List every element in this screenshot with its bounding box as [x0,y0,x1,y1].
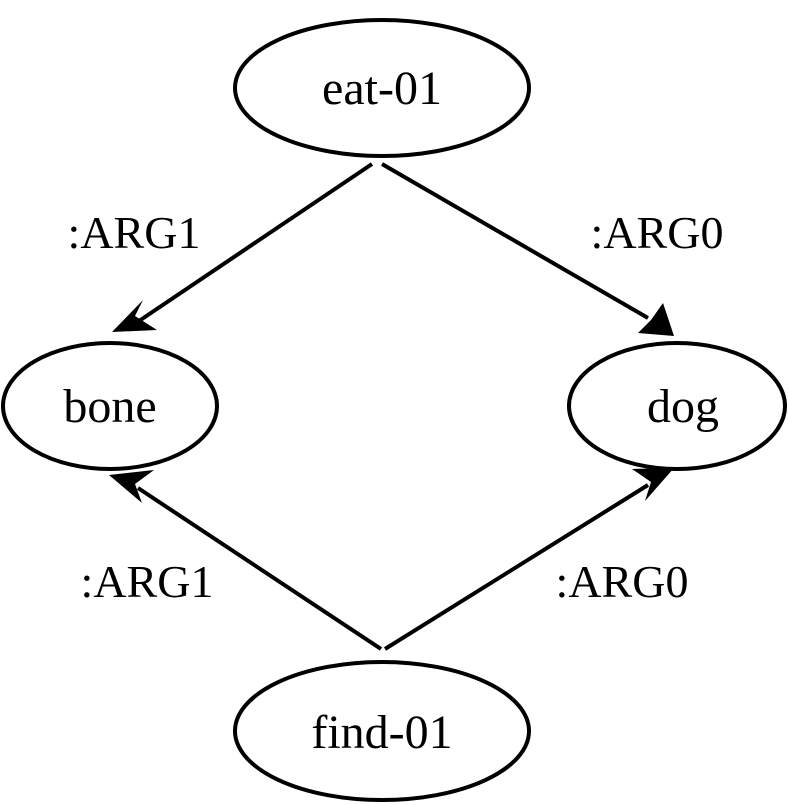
arrowhead-find-to-dog [632,468,674,501]
arrowhead-eat-to-dog [638,303,674,336]
arrowhead-eat-to-bone [112,300,157,332]
node-bone: bone [1,341,219,471]
node-find-01: find-01 [233,660,531,802]
edge-label-eat-to-bone: :ARG1 [68,207,201,258]
node-label-dog: dog [647,380,719,433]
edge-label-find-to-dog: :ARG0 [556,556,689,607]
edge-eat-to-dog [380,162,674,336]
node-label-eat-01: eat-01 [322,62,442,115]
node-label-find-01: find-01 [311,706,452,759]
edge-label-eat-to-dog: :ARG0 [591,207,724,258]
node-dog: dog [567,341,787,471]
edge-label-find-to-bone: :ARG1 [81,556,214,607]
arrowhead-find-to-bone [109,470,154,503]
edge-eat-to-bone [112,162,374,332]
edge-find-to-bone [109,470,383,651]
node-label-bone: bone [63,380,156,433]
node-eat-01: eat-01 [233,18,531,158]
edge-find-to-dog [383,468,674,651]
